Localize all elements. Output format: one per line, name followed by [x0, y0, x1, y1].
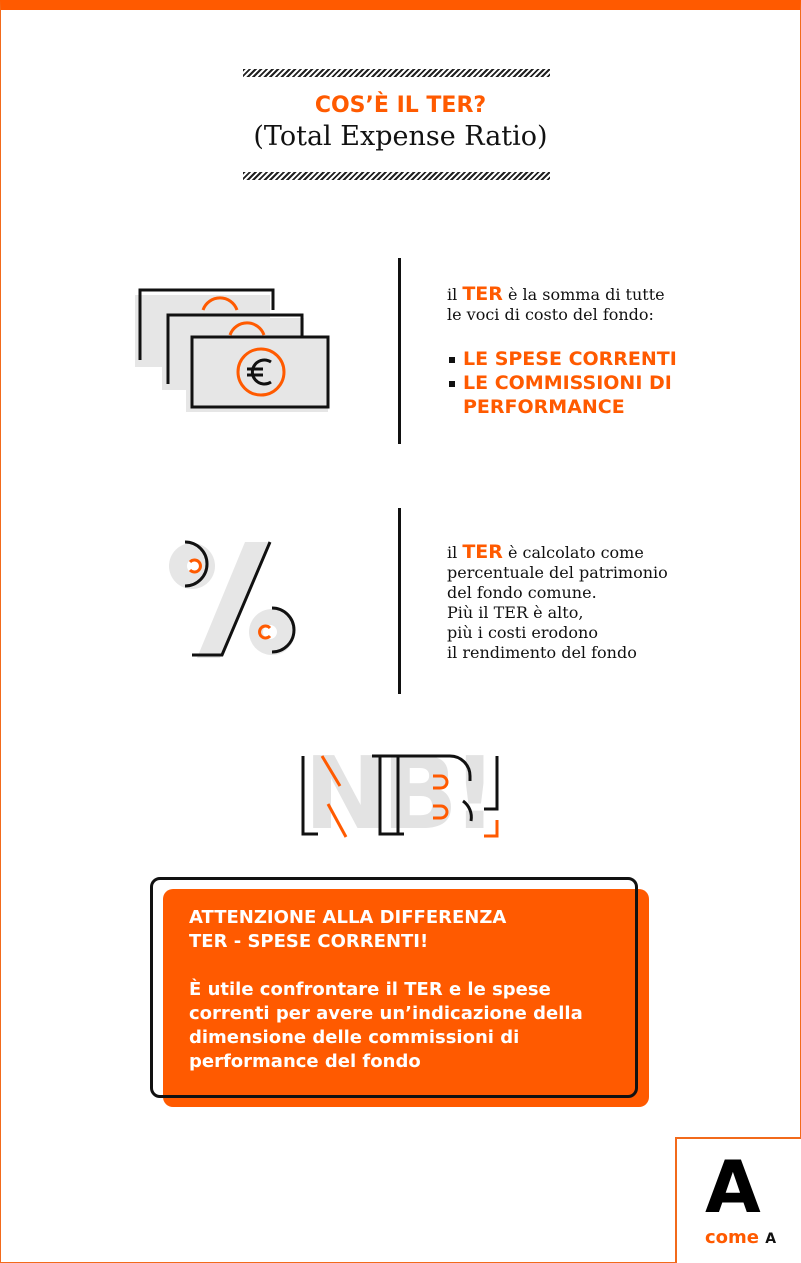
- banknotes-icon: [135, 288, 330, 412]
- page-subtitle: (Total Expense Ratio): [253, 121, 548, 152]
- bullet-item: LE SPESE CORRENTI: [449, 347, 677, 371]
- section2-text: il TER è calcolato come percentuale del …: [447, 541, 668, 662]
- nb-outline-icon: [301, 754, 499, 838]
- logo-caption: come A: [705, 1227, 777, 1248]
- divider-bottom: [243, 172, 550, 180]
- page-title: COS’È IL TER?: [314, 93, 487, 118]
- percent-icon: [169, 540, 296, 658]
- notice-box-background: [163, 889, 649, 1107]
- divider-top: [243, 69, 550, 77]
- separator-1: [398, 258, 401, 444]
- bullet-item: LE COMMISSIONI DI: [449, 371, 677, 395]
- notice-heading-2: TER - SPESE CORRENTI!: [189, 931, 429, 952]
- notice-box-outline: [150, 877, 638, 1098]
- logo-come-a: A come A: [675, 1137, 801, 1263]
- nb-heading: NB!: [300, 744, 505, 844]
- notice-heading-1: ATTENZIONE ALLA DIFFERENZA: [189, 907, 507, 928]
- separator-2: [398, 508, 401, 694]
- bullet-list: LE SPESE CORRENTI LE COMMISSIONI DI PERF…: [449, 347, 677, 419]
- logo-letter: A: [705, 1145, 761, 1229]
- bullet-item: PERFORMANCE: [463, 396, 625, 418]
- euro-icon: [247, 358, 272, 386]
- notice-body: È utile confrontare il TER e le spese co…: [189, 979, 583, 1072]
- section1-text: il TER è la somma di tutte le voci di co…: [447, 283, 665, 324]
- notice-text: ATTENZIONE ALLA DIFFERENZA TER - SPESE C…: [189, 906, 619, 1074]
